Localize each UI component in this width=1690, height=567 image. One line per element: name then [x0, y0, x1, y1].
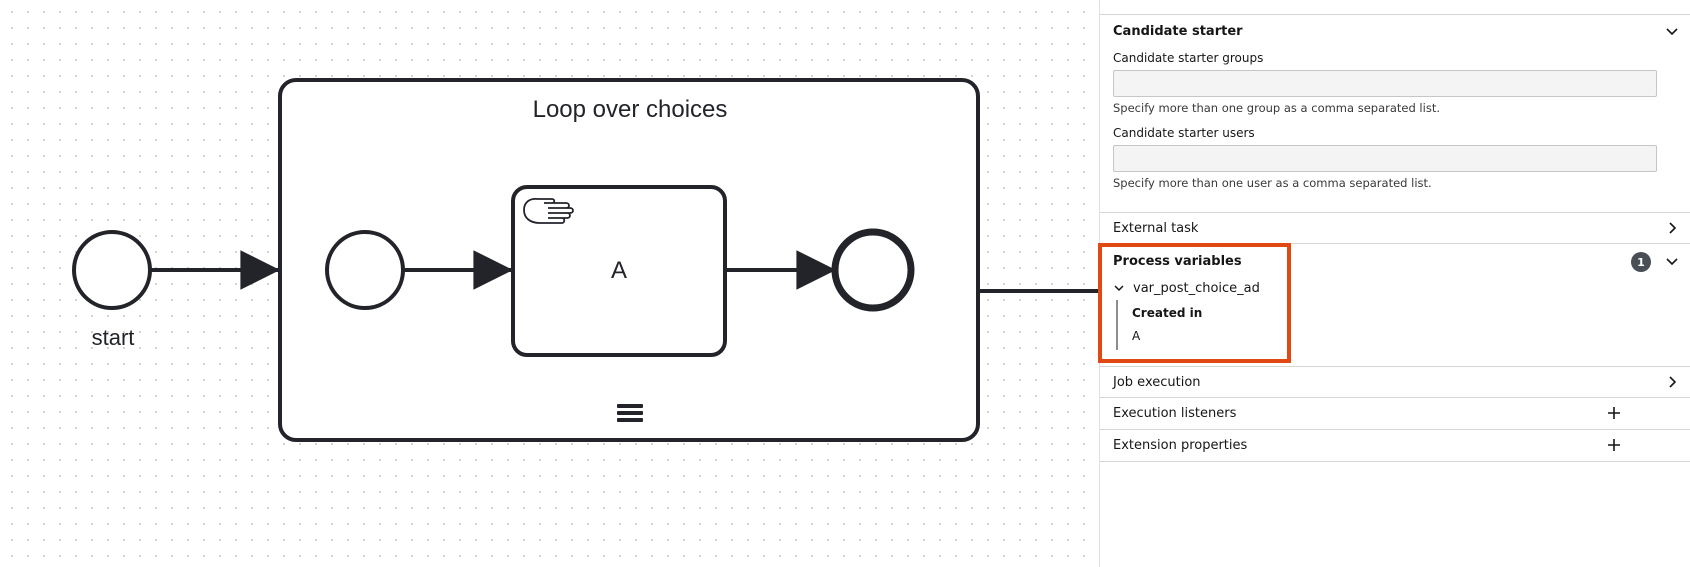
- variable-item[interactable]: var_post_choice_ad: [1113, 279, 1260, 297]
- group-title: Candidate starter: [1113, 23, 1243, 39]
- divider: [1100, 212, 1690, 213]
- group-title: Process variables: [1113, 253, 1242, 269]
- start-event[interactable]: [72, 230, 152, 310]
- inner-start-event[interactable]: [325, 230, 405, 310]
- group-external-task[interactable]: External task: [1100, 213, 1690, 243]
- divider: [1100, 397, 1690, 398]
- plus-icon[interactable]: [1607, 406, 1621, 420]
- created-in-value: A: [1132, 329, 1141, 343]
- chevron-right-icon[interactable]: [1665, 375, 1679, 389]
- chevron-right-icon[interactable]: [1665, 221, 1679, 235]
- variable-name: var_post_choice_ad: [1133, 280, 1260, 296]
- inner-end-event[interactable]: [831, 228, 915, 312]
- task-label: A: [611, 257, 627, 284]
- candidate-starter-users-input[interactable]: [1113, 145, 1657, 172]
- divider: [1100, 429, 1690, 430]
- candidate-starter-users-label: Candidate starter users: [1113, 126, 1255, 140]
- group-candidate-starter[interactable]: Candidate starter: [1100, 16, 1690, 46]
- bpmn-canvas[interactable]: start Loop over choices A: [0, 0, 1100, 567]
- group-title: External task: [1113, 220, 1199, 236]
- group-job-execution[interactable]: Job execution: [1100, 367, 1690, 397]
- start-event-label: start: [92, 325, 135, 350]
- group-execution-listeners[interactable]: Execution listeners: [1100, 398, 1690, 428]
- divider: [1100, 14, 1690, 15]
- subprocess-title: Loop over choices: [533, 96, 728, 123]
- chevron-down-icon[interactable]: [1113, 282, 1125, 294]
- group-title: Execution listeners: [1113, 405, 1237, 421]
- bpmn-diagram: start Loop over choices A: [72, 78, 1100, 442]
- chevron-down-icon[interactable]: [1665, 254, 1679, 268]
- chevron-down-icon[interactable]: [1665, 24, 1679, 38]
- sequential-multi-instance-icon: [617, 404, 643, 422]
- candidate-starter-groups-label: Candidate starter groups: [1113, 51, 1264, 65]
- manual-task-hand-icon: [523, 197, 574, 224]
- candidate-starter-users-help: Specify more than one user as a comma se…: [1113, 176, 1432, 190]
- divider: [1100, 461, 1690, 462]
- group-extension-properties[interactable]: Extension properties: [1100, 430, 1690, 460]
- divider: [1100, 366, 1690, 367]
- candidate-starter-groups-input[interactable]: [1113, 70, 1657, 97]
- candidate-starter-groups-help: Specify more than one group as a comma s…: [1113, 101, 1440, 115]
- created-in-label: Created in: [1132, 306, 1203, 320]
- plus-icon[interactable]: [1607, 438, 1621, 452]
- group-title: Extension properties: [1113, 437, 1248, 453]
- group-process-variables[interactable]: Process variables: [1100, 246, 1690, 276]
- properties-panel: Candidate starter Candidate starter grou…: [1098, 0, 1690, 567]
- divider: [1100, 243, 1690, 244]
- variable-detail-divider: [1116, 300, 1118, 350]
- variables-count-badge: 1: [1631, 252, 1651, 272]
- group-title: Job execution: [1113, 374, 1201, 390]
